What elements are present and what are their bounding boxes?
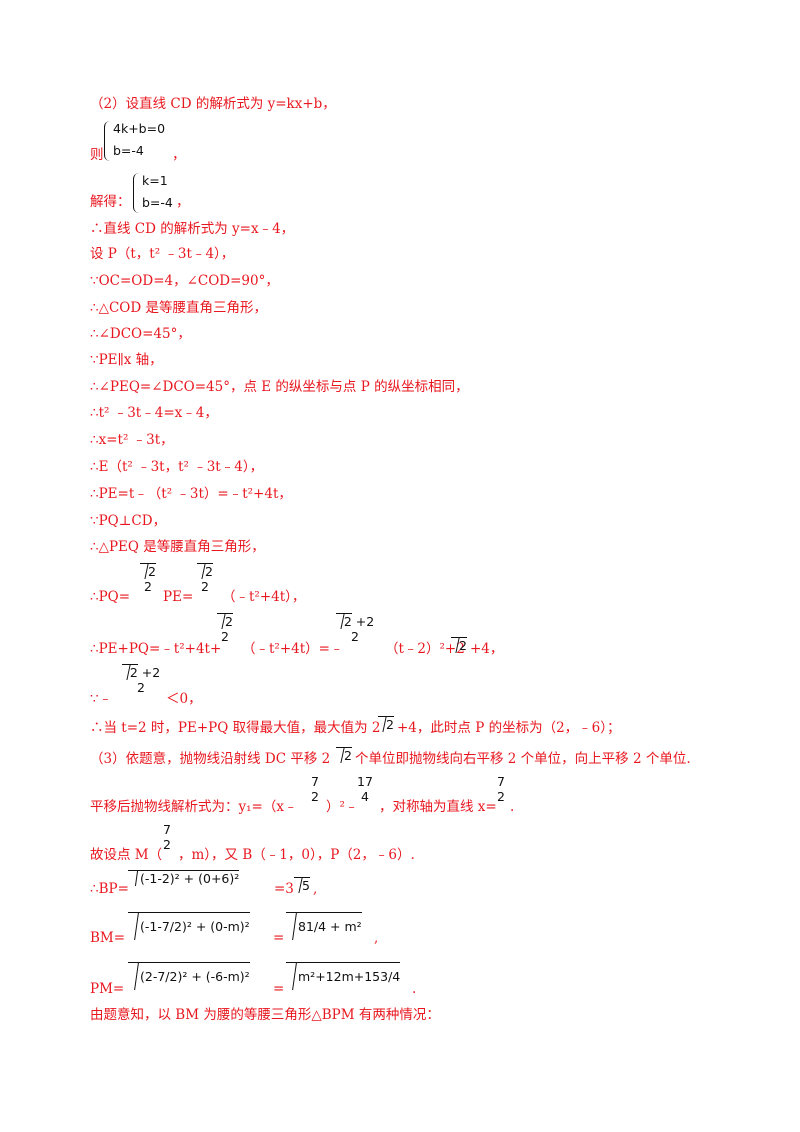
sqrt-2: 2 (217, 613, 233, 629)
line-23-a: 故设点 M（ (90, 847, 163, 863)
line-3-suffix: ， (176, 194, 190, 210)
system-1-row-1: 4k+b=0 (113, 121, 166, 136)
line-18-d: +4， (470, 641, 504, 657)
line-26-b: = (273, 981, 285, 997)
sqrt-2: 2 (121, 664, 138, 680)
equation-system-1: 4k+b=0 b=-4 (104, 121, 174, 161)
root-bp: (-1-2)² + (0+6)² (128, 870, 240, 886)
fraction-sqrt2-plus-2-over-2: 2 +2 2 (330, 613, 380, 644)
brace-icon (133, 173, 140, 213)
line-25-c: , (374, 930, 379, 946)
line-20-b: +4，此时点 P 的坐标为（2，﹣6）； (397, 720, 621, 736)
denominator-2: 2 (137, 680, 145, 695)
denominator-2: 2 (351, 629, 359, 644)
line-22-a: 平移后抛物线解析式为：y₁=（x﹣ (90, 799, 298, 815)
line-19-b: ＜0， (166, 691, 202, 707)
line-17-a: ∴PQ= (90, 589, 131, 605)
line-13: ∴E（t² ﹣3t，t² ﹣3t﹣4）， (90, 459, 264, 475)
line-5: 设 P（t，t² ﹣3t﹣4）， (90, 246, 235, 262)
line-6: ∵OC=OD=4，∠COD=90°， (90, 273, 279, 289)
denominator-2: 2 (221, 629, 229, 644)
sqrt-2-inline: 2 (336, 747, 352, 763)
line-2-prefix: 则 (90, 147, 104, 163)
sqrt-5-inline: 5 (294, 877, 310, 893)
fraction-7-over-2: 7 2 (492, 774, 510, 804)
line-26-c: . (412, 981, 417, 997)
fraction-sqrt2-over-2: 2 2 (133, 563, 163, 594)
line-7: ∴△COD 是等腰直角三角形， (90, 300, 267, 316)
system-1-row-2: b=-4 (113, 143, 144, 158)
fraction-sqrt2-plus-2-over-2: 2 +2 2 (116, 664, 166, 695)
sqrt-2: 2 (197, 563, 213, 579)
line-17-c: （﹣t²+4t）， (222, 589, 306, 605)
fraction-7-over-2: 7 2 (158, 822, 176, 852)
line-23-b: ，m），又 B（﹣1，0），P（2，﹣6）. (178, 847, 415, 863)
sqrt-2-inline: 2 (451, 637, 467, 653)
line-17-b: PE= (163, 589, 194, 605)
line-20-a: ∴当 t=2 时，PE+PQ 取得最大值，最大值为 2 (90, 720, 381, 736)
system-2-row-2: b=-4 (142, 195, 173, 210)
line-18-b: （﹣t²+4t）=﹣ (242, 641, 344, 657)
line-3-prefix: 解得： (90, 194, 131, 210)
line-26-a: PM= (90, 981, 125, 997)
line-2: 则 (90, 146, 104, 164)
system-2-row-1: k=1 (142, 173, 168, 188)
denominator-2: 2 (497, 789, 505, 804)
numerator-17: 17 (357, 774, 373, 789)
line-24-b: =3 (274, 881, 294, 897)
root-bm-result: 81/4 + m² (286, 912, 362, 940)
fraction-sqrt2-over-2: 2 2 (190, 563, 220, 594)
equation-system-2: k=1 b=-4 (133, 173, 193, 213)
fraction-17-over-4: 17 4 (352, 774, 378, 804)
denominator-2: 2 (311, 789, 319, 804)
numerator-7: 7 (163, 822, 171, 837)
line-22-b: ）²﹣ (326, 799, 359, 815)
brace-icon (104, 121, 111, 161)
line-21-b: 个单位即抛物线向右平移 2 个单位，向上平移 2 个单位. (355, 751, 691, 767)
numerator-7: 7 (311, 774, 319, 789)
line-19-a: ∵﹣ (90, 691, 113, 707)
root-pm: (2-7/2)² + (-6-m)² (128, 962, 250, 990)
line-12: ∴x=t² ﹣3t， (90, 432, 174, 448)
line-21-a: （3）依题意，抛物线沿射线 DC 平移 2 (90, 751, 331, 767)
line-24-c: , (313, 881, 318, 897)
line-14: ∴PE=t﹣（t² ﹣3t）=﹣t²+4t， (90, 486, 292, 502)
line-1: （2）设直线 CD 的解析式为 y=kx+b， (90, 96, 336, 112)
fraction-7-over-2: 7 2 (306, 774, 324, 804)
line-25-a: BM= (90, 930, 126, 946)
fraction-sqrt2-over-2: 2 2 (210, 613, 240, 644)
root-bm: (-1-7/2)² + (0-m)² (128, 912, 250, 940)
line-18-a: ∴PE+PQ=﹣t²+4t+ (90, 641, 222, 657)
sqrt-2: 2 (335, 613, 352, 629)
line-15: ∵PQ⊥CD， (90, 513, 167, 529)
line-8: ∴∠DCO=45°， (90, 326, 191, 342)
line-25-b: = (273, 930, 285, 946)
line-22-d: . (510, 799, 515, 815)
line-24-a: ∴BP= (90, 881, 129, 897)
root-pm-result: m²+12m+153/4 (286, 962, 401, 990)
sqrt-2: 2 (140, 563, 156, 579)
line-2-suffix: ， (172, 147, 186, 163)
denominator-2: 2 (163, 837, 171, 852)
line-9: ∵PE∥x 轴， (90, 352, 163, 368)
line-11: ∴t² ﹣3t﹣4=x﹣4， (90, 405, 218, 421)
line-22-c: ，对称轴为直线 x= (379, 799, 497, 815)
denominator-2: 2 (144, 579, 152, 594)
line-10: ∴∠PEQ=∠DCO=45°，点 E 的纵坐标与点 P 的纵坐标相同， (90, 379, 469, 395)
line-4: ∴直线 CD 的解析式为 y=x﹣4， (90, 221, 295, 237)
line-27: 由题意知，以 BM 为腰的等腰三角形△BPM 有两种情况： (90, 1007, 440, 1023)
numerator-7: 7 (497, 774, 505, 789)
line-16: ∴△PEQ 是等腰直角三角形， (90, 539, 265, 555)
denominator-4: 4 (361, 789, 369, 804)
denominator-2: 2 (201, 579, 209, 594)
line-18-c: （t﹣2）²+2 (385, 641, 465, 657)
sqrt-2-inline: 2 (378, 716, 394, 732)
